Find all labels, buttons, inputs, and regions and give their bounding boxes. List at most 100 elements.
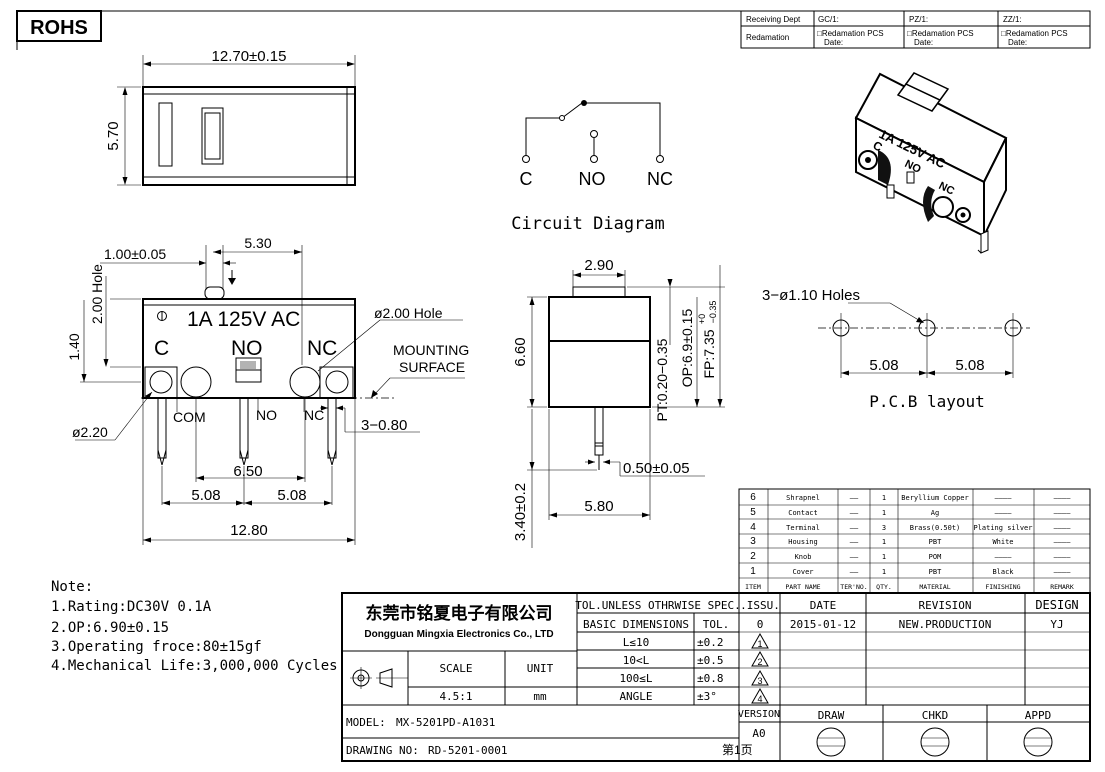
chkd-stamp (920, 727, 950, 757)
note-4: 4.Mechanical Life:3,000,000 Cycles (51, 658, 338, 674)
page-number: 第1页 (722, 743, 753, 757)
bom-cell: 2 (750, 551, 756, 562)
bom-cell: ———— (995, 509, 1013, 517)
unit-value: mm (533, 690, 547, 703)
pcb-dim-2: 5.08 (955, 357, 984, 374)
bom-cell: 3 (882, 524, 886, 532)
nc-small-label: NC (304, 407, 324, 423)
basic-dims: BASIC DIMENSIONS (583, 618, 689, 631)
bom-cell: Black (992, 568, 1014, 576)
date-label-1: Date: (824, 38, 843, 47)
dim-660: 6.60 (512, 337, 529, 366)
front-view: 1.00±0.05 5.30 1A 125V AC C NO NC (66, 235, 469, 545)
dim-508-right: 5.08 (277, 487, 306, 504)
dim-290: 2.90 (584, 257, 613, 274)
bom-cell: —— (850, 524, 859, 532)
bom-cell: Plating silver (973, 524, 1032, 532)
bom-header: MATERIAL (919, 583, 950, 591)
circuit-diagram: C NO NC Circuit Diagram (511, 100, 673, 234)
model-value: MX-5201PD-A1031 (396, 716, 495, 729)
bom-cell: 1 (882, 509, 886, 517)
bom-cell: Ag (931, 509, 939, 517)
dim-580: 5.80 (584, 498, 613, 515)
projection-icon (350, 667, 408, 689)
bom-cell: 1 (882, 553, 886, 561)
date-0: 2015-01-12 (790, 618, 856, 631)
bom-header: REMARK (1050, 583, 1074, 591)
bom-cell: White (992, 538, 1013, 546)
top-view: 12.70±0.15 5.70 (105, 48, 356, 186)
tol-label: TOL. (703, 618, 730, 631)
bom-cell: Knob (795, 553, 812, 561)
pcs-label-2: □Redamation PCS (907, 29, 974, 38)
fp-tol-up: +0 (697, 314, 707, 324)
chkd-label: CHKD (922, 709, 949, 722)
bom-header: ITEM (745, 583, 761, 591)
issue-1: 1 (757, 639, 762, 649)
title-block: 东莞市铭夏电子有限公司 Dongguan Mingxia Electronics… (341, 592, 1091, 762)
bom-cell: Housing (788, 538, 818, 546)
pcb-dim-1: 5.08 (869, 357, 898, 374)
tol-row-2-value: ±0.5 (697, 654, 724, 667)
rohs-badge: ROHS (16, 10, 102, 42)
version-label: VERSION (738, 709, 780, 720)
appd-stamp (1023, 727, 1053, 757)
note-2: 2.OP:6.90±0.15 (51, 620, 169, 636)
bom-cell: —— (850, 568, 859, 576)
scale-value: 4.5:1 (439, 690, 472, 703)
rohs-text: ROHS (30, 17, 88, 39)
bom-cell: ———— (1054, 568, 1072, 576)
bom-cell: ———— (1054, 524, 1072, 532)
scale-label: SCALE (439, 662, 472, 675)
issue-4: 4 (757, 694, 762, 704)
pcb-title: P.C.B layout (869, 392, 985, 411)
circuit-no: NO (579, 169, 606, 189)
pcs-label-3: □Redamation PCS (1001, 29, 1068, 38)
dim-050: 0.50±0.05 (623, 460, 690, 477)
design-label: DESIGN (1035, 598, 1078, 612)
tol-row-2-range: 10<L (623, 654, 650, 667)
notes-title: Note: (51, 579, 93, 595)
tol-row-1-range: L≤10 (623, 636, 650, 649)
bom-cell: ———— (1054, 553, 1072, 561)
bom-cell: —— (850, 509, 859, 517)
dim-340: 3.40±0.2 (512, 483, 529, 541)
revision-label: REVISION (919, 599, 972, 612)
receiving-table: Receiving Dept GC/1: PZ/1: ZZ/1: Redamat… (740, 10, 1091, 49)
bom-cell: ———— (1054, 509, 1072, 517)
pcb-layout: 3−ø1.10 Holes 5.08 5.08 P.C.B layout (762, 287, 1030, 411)
issue-2: 2 (757, 657, 762, 667)
bom-cell: Shrapnel (786, 494, 820, 502)
bom-cell: Beryllium Copper (901, 494, 968, 502)
front-no: NO (231, 337, 263, 360)
redamation-label: Redamation (746, 33, 789, 42)
front-dim-100: 1.00±0.05 (104, 246, 166, 262)
bom-cell: ———— (1054, 538, 1072, 546)
bom-cell: ———— (995, 494, 1013, 502)
zz-label: ZZ/1: (1003, 15, 1022, 24)
dim-650: 6.50 (233, 463, 262, 480)
bom-cell: POM (929, 553, 942, 561)
bom-header: TER'NO. (840, 583, 867, 591)
op-label: OP:6.9±0.15 (679, 309, 695, 388)
front-c: C (154, 337, 169, 360)
bom-header: QTY. (876, 583, 892, 591)
appd-label: APPD (1025, 709, 1052, 722)
top-width-dim: 12.70±0.15 (212, 48, 287, 65)
bom-cell: 3 (750, 536, 756, 547)
bom-cell: 5 (750, 507, 756, 518)
pcb-holes-label: 3−ø1.10 Holes (762, 287, 860, 304)
draw-label: DRAW (818, 709, 845, 722)
circuit-c: C (520, 169, 533, 189)
issu-label: .ISSU. (740, 599, 780, 612)
tol-row-4-value: ±3° (697, 690, 717, 703)
bom-cell: Terminal (786, 524, 820, 532)
note-1: 1.Rating:DC30V 0.1A (51, 599, 212, 615)
bom-cell: 6 (750, 492, 756, 503)
bom-cell: ———— (1054, 494, 1072, 502)
draw-stamp (816, 727, 846, 757)
drawing-no-label: DRAWING NO: (346, 744, 419, 757)
side-view: 2.90 6.60 PT:0.20−0.35 OP:6.9±0.15 FP:7.… (512, 257, 725, 548)
